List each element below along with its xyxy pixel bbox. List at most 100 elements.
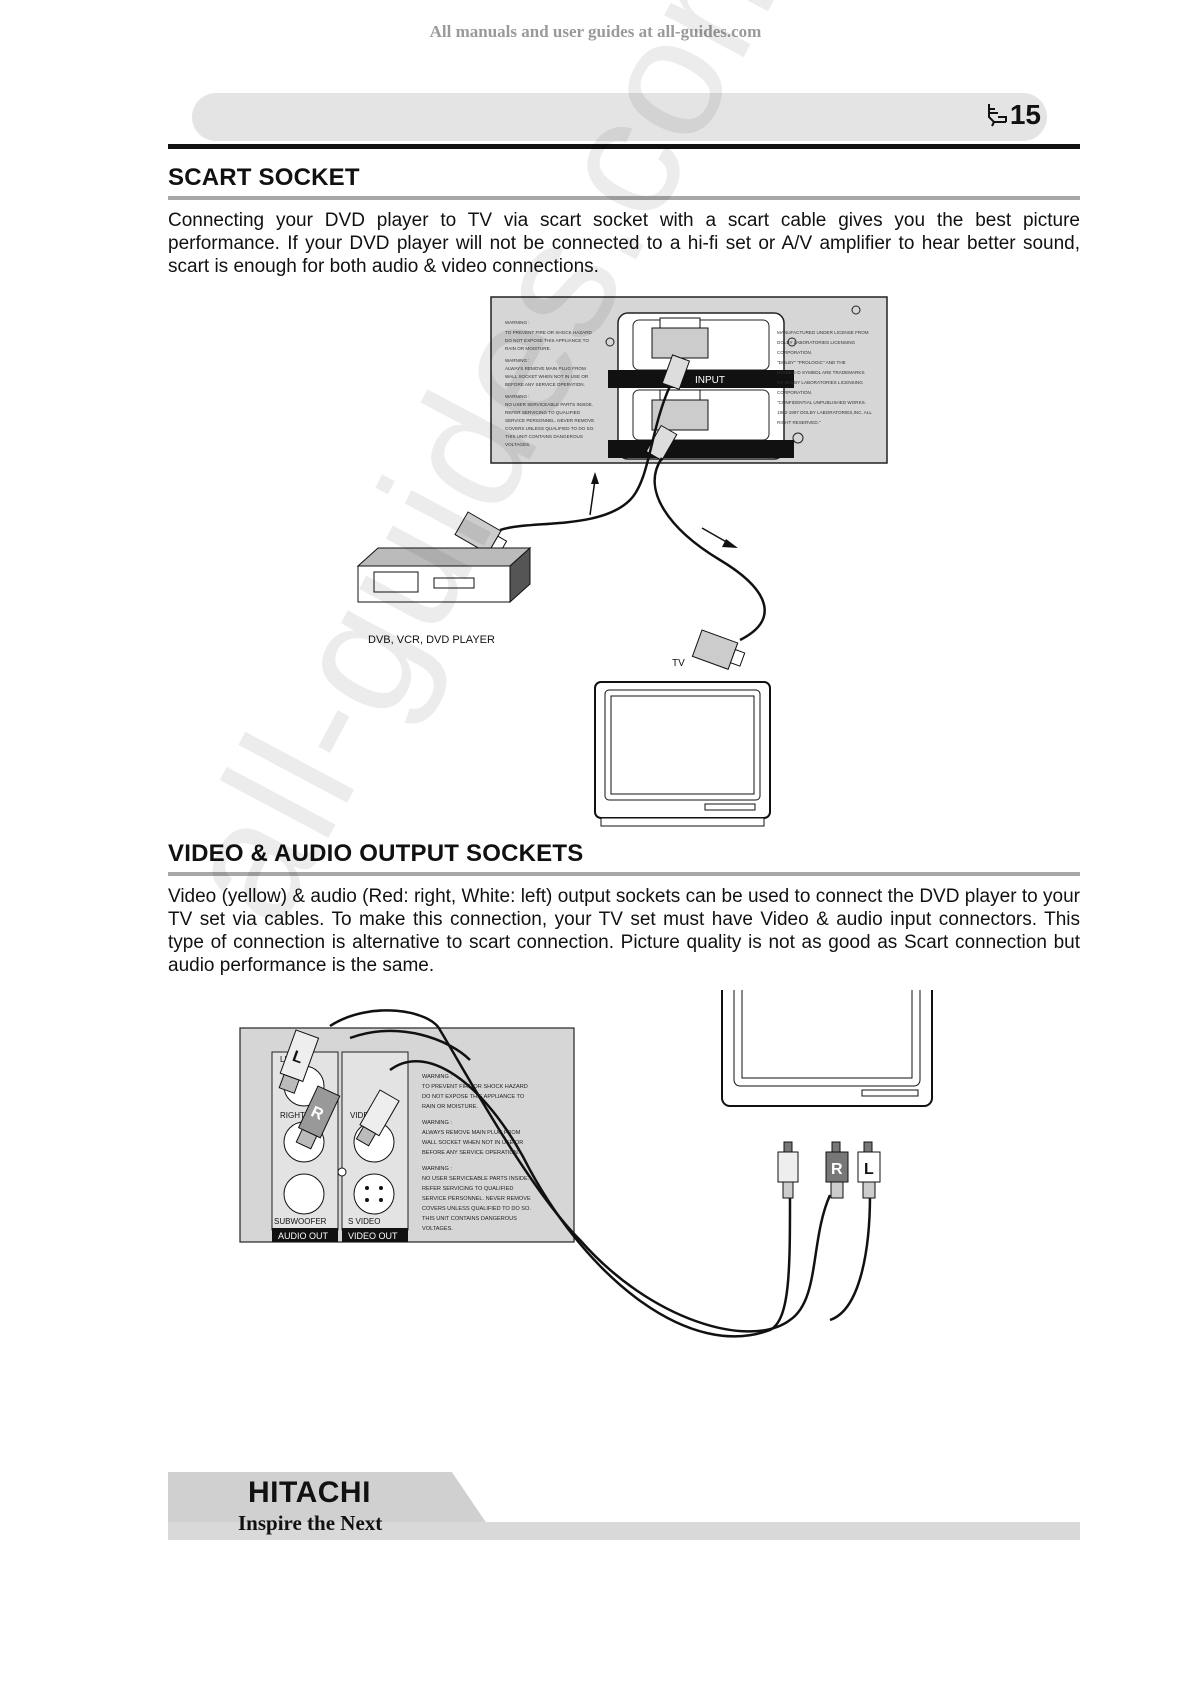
svideo-pin	[379, 1186, 383, 1190]
scart-title-underline	[168, 196, 1080, 200]
warning-line: "DOLBY" "PROLOGIC" AND THE	[777, 360, 846, 365]
warning-line: TO PREVENT FIRE OR SHOCK HAZARD	[505, 330, 593, 335]
warning-line: REFER SERVICING TO QUALIFIED	[505, 410, 581, 415]
audio-out-bar	[272, 1228, 338, 1242]
warning-line: DOUBLE-D SYMBOL ARE TRADEMARKS	[777, 370, 865, 375]
warning-line: WALL SOCKET WHEN NOT IN USE OR	[505, 374, 589, 379]
warning-line: DO NOT EXPOSE THIS APPLIANCE TO	[422, 1094, 525, 1100]
scart-diagram: INPUT S WARNING : TO PREVENT FIRE OR SHO…	[356, 296, 888, 827]
plug-r-panel: R	[295, 1085, 341, 1150]
warning-line: RAIN OR MOISTURE.	[422, 1104, 478, 1110]
subwoofer-jack	[283, 1173, 325, 1215]
page-header-bar	[192, 93, 1047, 141]
warning-line: RIGHT RESERVED."	[777, 420, 821, 425]
input-label: INPUT	[695, 375, 725, 386]
svideo-pin	[365, 1198, 369, 1202]
scart-cable-to-tv	[653, 457, 766, 642]
av-cable-left	[329, 1009, 832, 1333]
warning-line: WARNING :	[505, 320, 530, 325]
source-note: All manuals and user guides at all-guide…	[429, 22, 762, 41]
warning-line: THIS UNIT CONTAINS DANGEROUS	[422, 1216, 517, 1222]
warning-line: DOLBY LABORATORIES LICENSING	[777, 340, 856, 345]
av-cable-white	[829, 1194, 872, 1322]
panel-screw	[851, 305, 861, 315]
panel-screw	[337, 1167, 347, 1177]
warning-line: WARNING :	[422, 1166, 452, 1172]
arrow-up	[589, 479, 596, 516]
warning-line: WARNING :	[505, 358, 530, 363]
warning-line: WARNING :	[422, 1120, 452, 1126]
warning-line: COVERS UNLESS QUALIFIED TO DO SO.	[422, 1206, 531, 1212]
panel-screw	[605, 337, 615, 347]
plug-l-panel: L	[278, 1029, 320, 1094]
scart-title: SCART SOCKET	[168, 164, 360, 191]
scart-plug-upper	[651, 317, 709, 390]
svideo-jack	[353, 1173, 395, 1215]
brand-tagline: Inspire the Next	[238, 1511, 383, 1535]
right-label: RIGHT	[280, 1111, 305, 1120]
warning-line: WARNING :	[505, 394, 530, 399]
page-number-box: 15	[986, 99, 1041, 131]
scart-plug-tv	[691, 629, 746, 670]
scart-plug-lower	[645, 389, 709, 462]
warning-line: VOLTAGES.	[422, 1226, 453, 1232]
warning-line: ALWAYS REMOVE MAIN PLUG FROM	[422, 1130, 521, 1136]
scart-plug-device	[454, 511, 508, 555]
warning-line: DO NOT EXPOSE THIS APPLIANCE TO	[505, 338, 589, 343]
tv-scart	[594, 681, 771, 827]
header-rule	[168, 144, 1080, 149]
arrow-down-head	[722, 539, 738, 548]
scart-paragraph: Connecting your DVD player to TV via sca…	[168, 210, 1080, 277]
warning-line: WARNING :	[422, 1074, 452, 1080]
scart-warning-left: WARNING : TO PREVENT FIRE OR SHOCK HAZAR…	[505, 320, 594, 447]
svideo-pin	[379, 1198, 383, 1202]
warning-line: OF DOLBY LABORATORIES LICENSING	[777, 380, 863, 385]
av-title-underline	[168, 872, 1080, 876]
video-out-bar	[342, 1228, 408, 1242]
panel-screw	[787, 337, 797, 347]
subwoofer-label: SUBWOOFER	[274, 1217, 327, 1226]
warning-line: "CONFIDENTIAL UNPUBLISHED WORKS.	[777, 400, 866, 405]
rca-plug-r: R	[825, 1141, 849, 1199]
av-section: VIDEO & AUDIO OUTPUT SOCKETS Video (yell…	[168, 840, 1080, 977]
warning-line: THIS UNIT CONTAINS DANGEROUS	[505, 434, 583, 439]
scart-warning-right: MANUFACTURED UNDER LICENSE FROM DOLBY LA…	[777, 330, 872, 425]
tv-label: TV	[672, 658, 685, 669]
warning-line: 1992-1997 DOLBY LABORATORIES,INC. ALL	[777, 410, 872, 415]
av-warnings: WARNING : TO PREVENT FIRE OR SHOCK HAZAR…	[422, 1074, 531, 1232]
warning-line: SERVICE PERSONNEL. NEVER REMOVE	[422, 1196, 531, 1202]
av-diagram: LEFT RIGHT VIDEO SUBWOOFER S VIDEO AUDIO…	[239, 990, 933, 1338]
panel-screw	[792, 432, 804, 444]
scart-section: SCART SOCKET Connecting your DVD player …	[168, 164, 1080, 278]
plug-video-panel	[355, 1089, 400, 1147]
warning-line: NO USER SERVICEABLE PARTS INSIDE.	[505, 402, 593, 407]
av-title: VIDEO & AUDIO OUTPUT SOCKETS	[168, 840, 584, 867]
input-label-bar	[608, 370, 794, 388]
page-number: 15	[1009, 99, 1041, 130]
footer-bar	[168, 1522, 1080, 1540]
video-label: VIDEO	[350, 1111, 375, 1120]
warning-line: CORPORATION.	[777, 390, 812, 395]
av-cable-right	[349, 1029, 471, 1061]
warning-line: ALWAYS REMOVE MAIN PLUG FROM	[505, 366, 586, 371]
warning-line: MANUFACTURED UNDER LICENSE FROM	[777, 330, 869, 335]
av-cable-video	[389, 1059, 792, 1338]
svideo-label: S VIDEO	[348, 1217, 380, 1226]
warning-line: VOLTAGES.	[505, 442, 530, 447]
lower-label-bar	[608, 440, 794, 458]
warning-line: CORPORATION.	[777, 350, 812, 355]
audio-out-label: AUDIO OUT	[278, 1231, 329, 1241]
warning-line: NO USER SERVICEABLE PARTS INSIDE.	[422, 1176, 530, 1182]
device-label: DVB, VCR, DVD PLAYER	[368, 634, 495, 646]
warning-line: COVERS UNLESS QUALIFIED TO DO SO.	[505, 426, 594, 431]
warning-line: BEFORE ANY SERVICE OPERATION.	[422, 1150, 520, 1156]
warning-line: WALL SOCKET WHEN NOT IN USE OR	[422, 1140, 523, 1146]
rca-plug-video	[777, 1141, 799, 1199]
svideo-pin	[365, 1186, 369, 1190]
dvd-device	[356, 546, 532, 604]
plug-l-letter-tv: L	[864, 1161, 874, 1178]
brand-logo: HITACHI	[248, 1476, 371, 1509]
warning-line: SERVICE PERSONNEL. NEVER REMOVE	[505, 418, 594, 423]
tv-av	[721, 990, 933, 1107]
warning-line: BEFORE ANY SERVICE OPERATION.	[505, 382, 585, 387]
